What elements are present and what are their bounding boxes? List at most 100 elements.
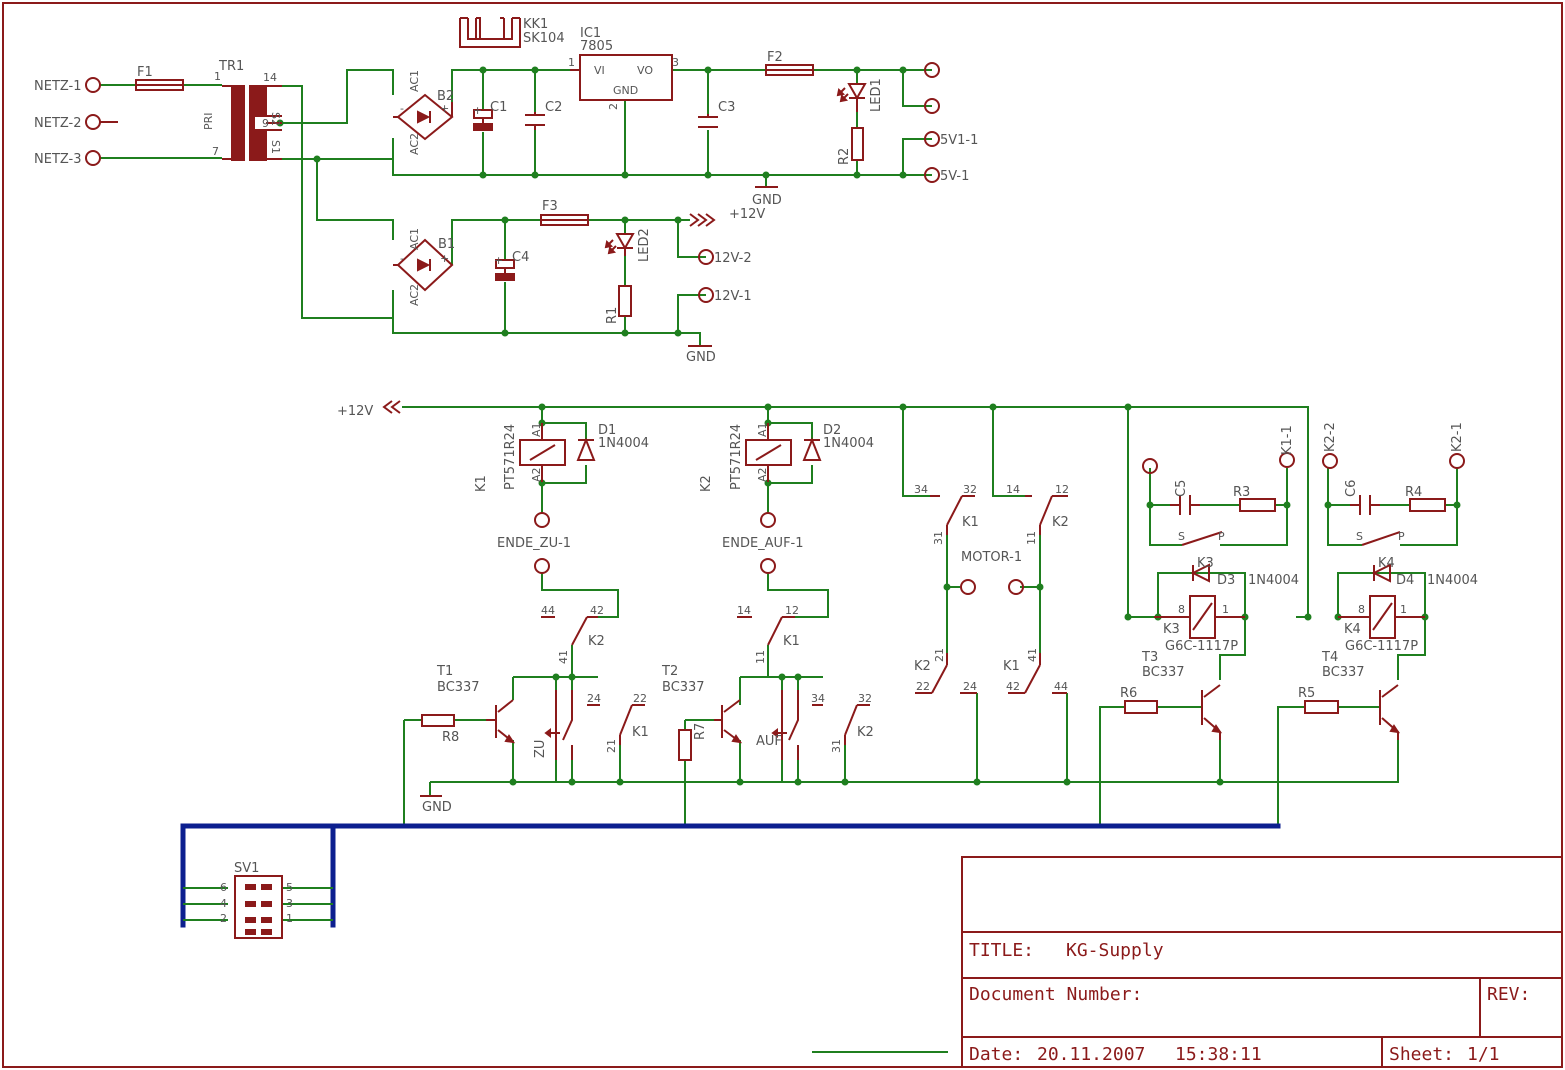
- r1-label: R1: [605, 307, 620, 324]
- c5-label: C5: [1174, 480, 1189, 497]
- sv1-ref: SV1: [234, 861, 259, 876]
- tr-s2-label: S2: [269, 112, 282, 126]
- d3-label: D3: [1217, 573, 1235, 588]
- bridge-b2-label: B2: [437, 89, 454, 104]
- tr-pin-1: 1: [214, 70, 221, 83]
- transformer-tr1: [222, 85, 282, 161]
- date-value: 20.11.2007: [1037, 1044, 1145, 1065]
- rc-left-s: S: [1178, 530, 1185, 543]
- c4-plus: +: [494, 254, 503, 267]
- c3-ref: K1: [962, 515, 979, 530]
- c2-12: 12: [785, 604, 799, 617]
- capacitor-c5: [1170, 495, 1200, 515]
- k4-pin1: 1: [1400, 603, 1407, 616]
- transistor-t1: [486, 699, 516, 744]
- c2-14: 14: [737, 604, 751, 617]
- resistor-r1: [618, 285, 632, 317]
- out-12v-2-label: 12V-2: [714, 251, 752, 266]
- r3-label: R3: [1233, 485, 1250, 500]
- d4-label: D4: [1396, 573, 1414, 588]
- r6-label: R6: [1120, 686, 1137, 701]
- sv1-pin5: 5: [286, 881, 293, 894]
- bridge-b2: [393, 93, 454, 141]
- capacitor-c2: [525, 112, 545, 130]
- sv1-pin2: 2: [220, 912, 227, 925]
- fuse-f3-label: F3: [542, 199, 558, 214]
- b2-ac2: AC2: [408, 133, 421, 155]
- capacitor-c1: [473, 109, 493, 131]
- c3-31: 31: [932, 531, 945, 545]
- ende-auf-label: ENDE_AUF-1: [722, 536, 804, 551]
- tr-pin-9: 9: [262, 117, 269, 130]
- c5-22: 22: [633, 692, 647, 705]
- c1-42: 42: [590, 604, 604, 617]
- netz-1-label: NETZ-1: [34, 79, 82, 94]
- b2-minus: -: [400, 102, 404, 115]
- auf-label: AUF: [756, 734, 782, 749]
- led2-icon: [604, 233, 635, 256]
- k3-ref: K3: [1163, 622, 1180, 637]
- heatsink-icon: [459, 17, 521, 48]
- zu-label: ZU: [533, 740, 548, 758]
- supply-arrow-icon: [689, 213, 716, 227]
- c1-44: 44: [541, 604, 555, 617]
- c8-44: 44: [1054, 680, 1068, 693]
- b1-ac1: AC1: [408, 228, 421, 250]
- gnd-label-3: GND: [422, 800, 452, 815]
- contact-k2-a: [541, 616, 598, 646]
- junction-dots: [276, 66, 1461, 786]
- c1-41: 41: [557, 650, 570, 664]
- resistor-r4: [1409, 498, 1446, 512]
- output-pads-5v: [924, 62, 940, 183]
- d3-value: 1N4004: [1248, 573, 1299, 588]
- ic1-name: IC1: [580, 26, 601, 41]
- c5-21: 21: [605, 739, 618, 753]
- k4-pin8: 8: [1358, 603, 1365, 616]
- k2-a2: A2: [756, 467, 769, 482]
- rev-label: REV:: [1487, 984, 1530, 1005]
- ic1-vo: VO: [637, 64, 653, 77]
- rc-right-p: P: [1398, 530, 1405, 543]
- led1-label: LED1: [869, 78, 884, 112]
- r7-label: R7: [693, 723, 708, 740]
- ic1-pin-1: 1: [568, 56, 575, 69]
- k4-ref: K4: [1344, 622, 1361, 637]
- tr-s1-label: S1: [269, 140, 282, 154]
- d2-label: D2: [823, 423, 841, 438]
- k3-pin8: 8: [1178, 603, 1185, 616]
- c7-ref: K2: [914, 659, 931, 674]
- r5-label: R5: [1298, 686, 1315, 701]
- k4-value: G6C-1117P: [1345, 639, 1418, 654]
- c1-label: C1: [490, 100, 507, 115]
- bridge-b1-label: B1: [438, 237, 455, 252]
- k2-a1: A1: [756, 422, 769, 437]
- netz-pads: [85, 77, 118, 166]
- motor-pad-left: [960, 579, 976, 595]
- ic1-gnd: GND: [613, 84, 638, 97]
- regulator-ic1: [570, 54, 673, 101]
- t3-value: BC337: [1142, 665, 1185, 680]
- fuse-f1-label: F1: [137, 65, 153, 80]
- tr-pin-7: 7: [212, 145, 219, 158]
- b1-minus: -: [400, 252, 404, 265]
- b2-ac1: AC1: [408, 70, 421, 92]
- k1-1-pad: [1279, 452, 1295, 468]
- t2-ref: T2: [661, 664, 678, 679]
- v12-label-top: +12V: [729, 207, 765, 222]
- reed-switch-left: [1181, 531, 1223, 546]
- power-wires: [100, 69, 932, 345]
- tr-pin-14: 14: [263, 71, 277, 84]
- transistor-t2: [714, 699, 743, 744]
- rc-left-p: P: [1218, 530, 1225, 543]
- out-5v-1-label: 5V-1: [940, 169, 969, 184]
- heatsink-name: KK1: [523, 17, 548, 32]
- c4-14: 14: [1006, 483, 1020, 496]
- d1-label: D1: [598, 423, 616, 438]
- sv1-pin6: 6: [220, 881, 227, 894]
- c6-34: 34: [811, 692, 825, 705]
- r8-label: R8: [442, 730, 459, 745]
- capacitor-c6: [1350, 495, 1380, 515]
- title-value: KG-Supply: [1066, 940, 1164, 961]
- lower-wires: [402, 406, 1458, 1053]
